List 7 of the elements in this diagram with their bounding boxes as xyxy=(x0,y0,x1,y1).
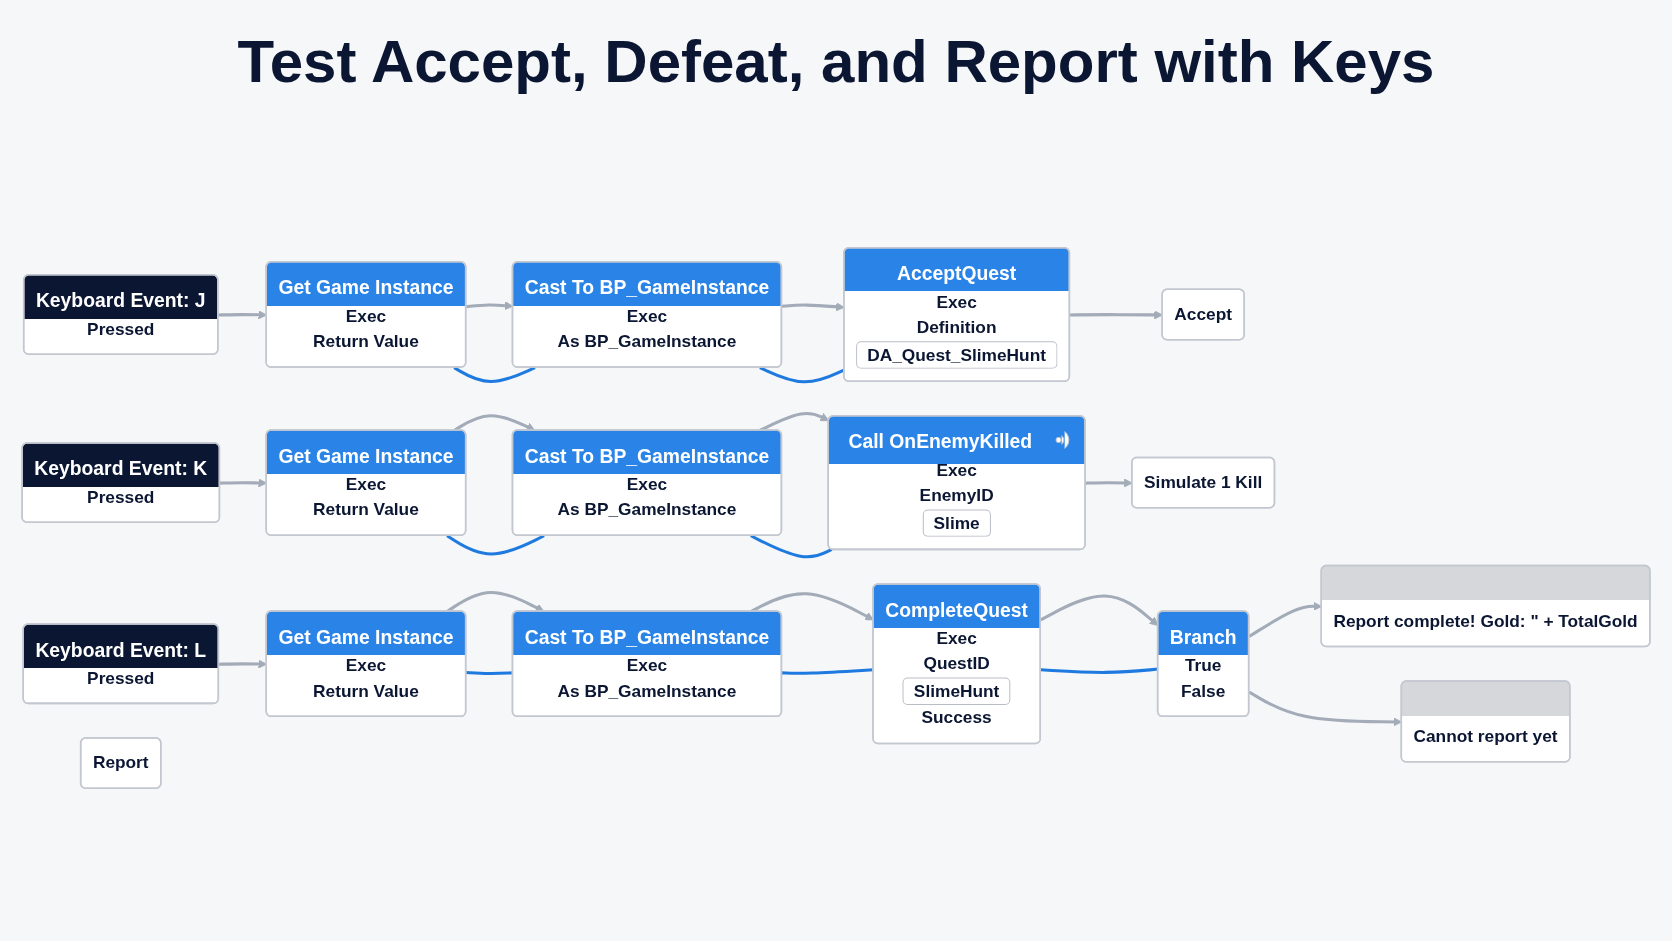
connector xyxy=(453,366,536,383)
connector xyxy=(750,534,833,559)
connector xyxy=(446,534,545,556)
arrow xyxy=(750,592,874,621)
diagram-title: Test Accept, Defeat, and Report with Keys xyxy=(236,27,1436,97)
connector xyxy=(781,668,874,675)
arrow xyxy=(446,590,545,613)
